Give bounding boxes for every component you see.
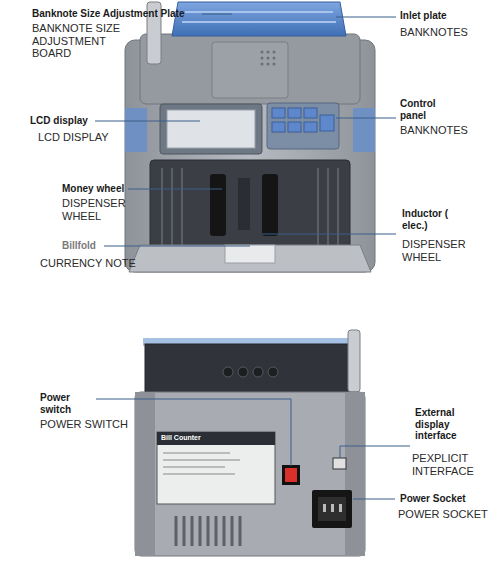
leader-lines [95,14,410,499]
leader-line [336,17,396,18]
leader-line [95,121,200,122]
part-label: BANKNOTES [400,26,468,39]
leader-line [336,118,396,119]
leader-line [262,234,396,235]
part-label: Control panel [400,98,455,121]
leader-line [353,499,395,500]
part-label: Banknote Size Adjustment Plate [32,8,184,20]
counter-front [125,2,375,272]
part-label: Bill Counter [161,434,201,442]
part-label: DISPENSER WHEEL [402,238,477,263]
part-label: Power switch [40,392,90,415]
leader-line [202,14,232,15]
part-label: BANKNOTES [400,124,468,137]
part-label: LCD display [30,115,88,127]
leader-line [340,446,410,458]
part-label: PEXPLICIT INTERFACE [412,452,492,477]
part-label: POWER SWITCH [40,418,128,431]
part-label: BANKNOTE SIZE ADJUSTMENT BOARD [32,22,147,60]
part-label: Inlet plate [400,10,447,22]
part-label: POWER SOCKET [398,508,488,521]
part-label: Money wheel [62,183,124,195]
counter-back [135,330,365,556]
leader-line [104,246,250,247]
part-label: CURRENCY NOTE [40,257,136,270]
part-label: Power Socket [400,493,466,505]
leader-line [96,399,291,466]
part-label: LCD DISPLAY [38,131,109,144]
leader-line [128,189,222,190]
part-label: DISPENSER WHEEL [62,197,142,222]
part-label: Inductor ( elec.) [402,208,462,231]
part-label: External display interface [415,407,475,442]
part-label: Billfold [62,240,96,252]
